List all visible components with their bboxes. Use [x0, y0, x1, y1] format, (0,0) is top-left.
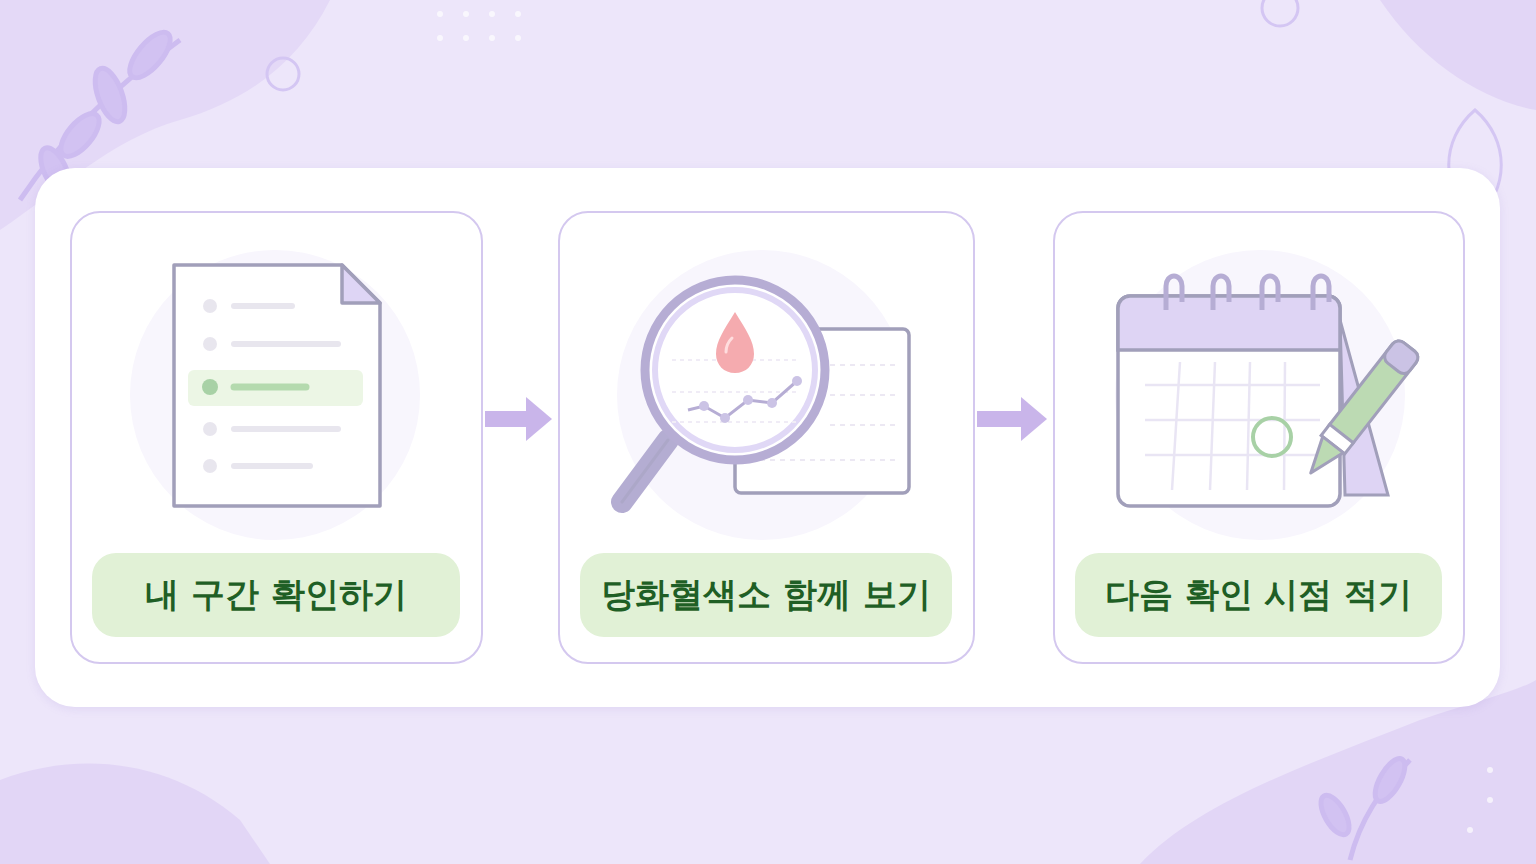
step-card: 내 구간 확인하기 [70, 211, 483, 664]
step-label-pill: 당화혈색소 함께 보기 [580, 553, 952, 637]
flow-arrow [977, 397, 1047, 441]
step-label-pill: 내 구간 확인하기 [92, 553, 460, 637]
step-label: 내 구간 확인하기 [145, 575, 407, 614]
step-label: 당화혈색소 함께 보기 [601, 575, 931, 614]
step-card: 다음 확인 시점 적기 [1053, 211, 1465, 664]
flow-arrow [485, 397, 552, 441]
step-label-pill: 다음 확인 시점 적기 [1075, 553, 1442, 637]
step-label: 다음 확인 시점 적기 [1105, 575, 1413, 614]
step-card: 당화혈색소 함께 보기 [558, 211, 975, 664]
